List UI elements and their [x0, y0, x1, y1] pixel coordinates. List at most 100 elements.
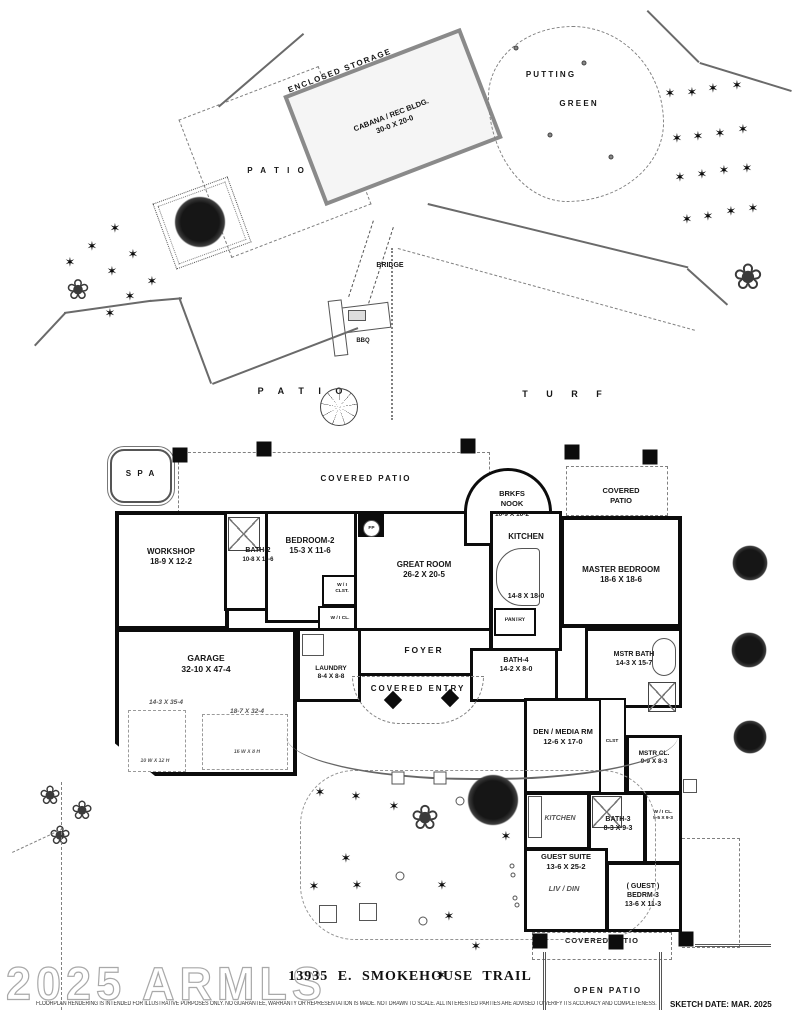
foyer-label: FOYER [404, 645, 444, 655]
green-dot [581, 60, 587, 66]
wi-cl-label: W / I CL. [330, 615, 350, 621]
tree-icon [467, 774, 519, 826]
fireplace-label: FP [368, 525, 375, 531]
bath2-name: BATH-2 [245, 547, 271, 554]
bath4-label: BATH-4 14-2 X 8-0 [476, 656, 556, 674]
path-square [391, 771, 405, 785]
room-workshop [115, 511, 229, 630]
great-room-dims: 26-2 X 20-5 [403, 570, 445, 580]
flower-icon: ❀ [39, 780, 61, 810]
site-wall-line [61, 782, 62, 1010]
room-foyer [354, 628, 492, 676]
column-marker [608, 934, 624, 950]
agave-icon: ✶ [500, 828, 512, 844]
open-patio-label: OPEN PATIO [573, 986, 643, 995]
workshop-dims: 18-9 X 12-2 [150, 557, 192, 567]
pantry-label: PANTRY [504, 617, 526, 623]
path-circle [395, 871, 405, 881]
green-label: G R E E N [559, 99, 597, 108]
spiral-stair [320, 388, 358, 426]
agave-icon: ✶ [714, 125, 726, 141]
path-circle [510, 872, 516, 878]
site-wall-line [391, 248, 393, 420]
path-circle [418, 916, 428, 926]
garage-door1: 16 W X 8 H [233, 749, 261, 755]
putting-label: P U T T I N G [525, 70, 575, 79]
master-dims: 18-6 X 18-6 [600, 575, 642, 585]
flower-icon: ❀ [410, 799, 440, 837]
room-garage [115, 628, 297, 776]
side-patio-outline [682, 838, 740, 948]
bath4-name: BATH-4 [503, 657, 529, 664]
covered-patio-top-label: COVERED PATIO [320, 474, 412, 483]
mstr-cl-dims: 9-9 X 8-3 [640, 758, 668, 766]
agave-icon: ✶ [109, 220, 121, 236]
path-circle [455, 796, 465, 806]
site-wall-line [543, 952, 546, 1010]
tree-icon [731, 632, 767, 668]
garage-label: GARAGE 32-10 X 47-4 [156, 653, 256, 675]
bbq-grill [348, 310, 366, 321]
garage-dims: 32-10 X 47-4 [181, 664, 231, 675]
patio-mid-label: P A T I O [257, 386, 349, 396]
kitchen-dims: 14-8 X 18-0 [507, 593, 545, 600]
agave-icon: ✶ [686, 84, 698, 100]
agave-icon: ✶ [314, 784, 326, 800]
agave-icon: ✶ [308, 878, 320, 894]
wi-cl3-name: W / I CL. [653, 809, 673, 815]
putting-green-outline [488, 26, 664, 202]
brkfs-nook-label: BRKFS NOOK 10-9 X 10-2 [472, 489, 552, 519]
shower-bath2 [228, 517, 260, 551]
agave-icon: ✶ [436, 877, 448, 893]
column-marker [256, 441, 272, 457]
guest-kitchen-counter [528, 796, 542, 838]
sketch-date: SKETCH DATE: MAR. 2025 [670, 1000, 772, 1009]
den-name: DEN / MEDIA RM [533, 727, 593, 736]
agave-icon: ✶ [443, 908, 455, 924]
garage-name: GARAGE [187, 653, 225, 663]
site-wall-line [397, 248, 695, 331]
tree-icon [733, 720, 767, 754]
garage-door2: 10 W X 12 H [140, 758, 170, 764]
brkfs-name1: BRKFS [499, 489, 525, 498]
laundry-name: LAUNDRY [315, 665, 347, 672]
site-wall-line [34, 312, 67, 347]
agave-icon: ✶ [127, 246, 139, 262]
path-circle [509, 863, 515, 869]
property-address: 13935 E. SMOKEHOUSE TRAIL [288, 969, 532, 984]
guest-kitchen-label: KITCHEN [544, 815, 576, 822]
agave-icon: ✶ [124, 288, 136, 304]
column-marker [532, 933, 548, 949]
site-wall-line [695, 944, 771, 947]
shower-mstr-bath [648, 682, 676, 712]
green-dot [547, 132, 553, 138]
guest-suite-name: GUEST SUITE [540, 852, 591, 861]
kitchen-label: KITCHEN [508, 532, 544, 541]
agave-icon: ✶ [388, 798, 400, 814]
laundry-dims: 8-4 X 8-8 [317, 673, 345, 681]
wi-clst-label: W / I CLST. [326, 583, 358, 595]
agave-icon: ✶ [664, 85, 676, 101]
covered-patio-bottom-label: COVERED PATIO [565, 936, 639, 945]
garage-bay1-outline [128, 710, 186, 772]
path-square [683, 779, 697, 793]
site-wall-line [659, 952, 662, 1010]
agave-icon: ✶ [725, 203, 737, 219]
site-wall-line [646, 10, 700, 64]
guest-suite-dims: 13-6 X 25-2 [546, 861, 586, 871]
agave-icon: ✶ [681, 211, 693, 227]
mstr-bath-label: MSTR BATH 14-3 X 15-7 [589, 650, 679, 668]
master-name: MASTER BEDROOM [582, 565, 660, 574]
covered-patio-right [566, 466, 668, 516]
path-circle [512, 895, 518, 901]
covered-patio-right-label: COVERED PATIO [581, 486, 661, 506]
turf-label: T U R F [522, 389, 610, 399]
room-master [560, 516, 682, 628]
agave-icon: ✶ [470, 938, 482, 954]
covered-patio-right-l1: COVERED [602, 486, 640, 495]
column-marker [564, 444, 580, 460]
agave-icon: ✶ [702, 208, 714, 224]
bridge-label: BRIDGE [376, 262, 404, 269]
path-circle [514, 902, 520, 908]
